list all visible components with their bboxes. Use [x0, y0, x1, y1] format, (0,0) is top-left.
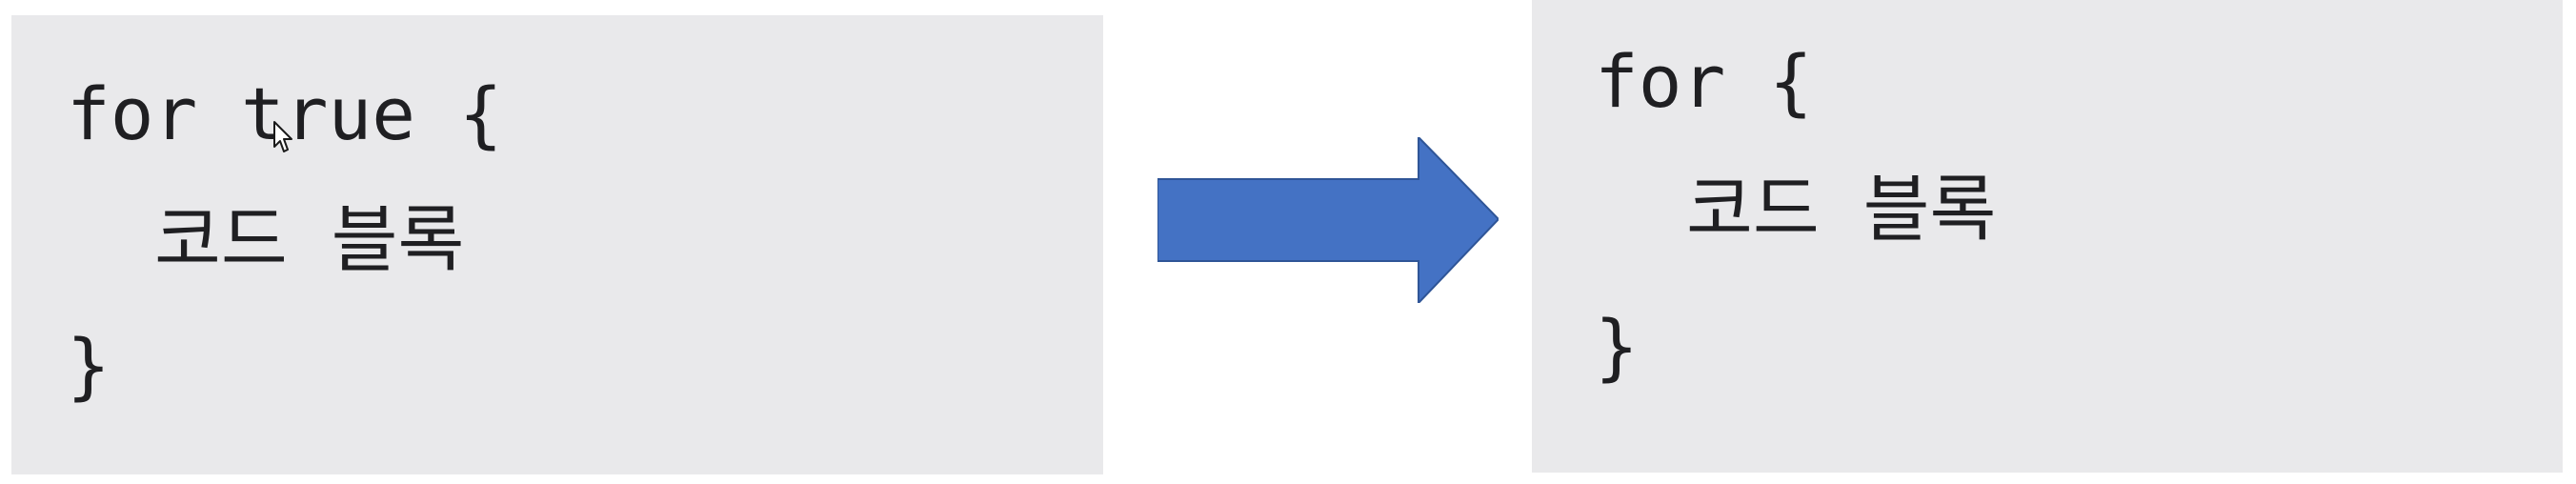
code-panel-before: for true { 코드 블록 }	[11, 15, 1103, 474]
right-arrow-icon	[1157, 137, 1499, 303]
mouse-pointer-icon	[273, 121, 292, 152]
code-line-closing-brace: }	[67, 323, 111, 408]
code-line-for-true: for true {	[67, 71, 503, 156]
code-panel-after: for { 코드 블록 }	[1532, 0, 2563, 473]
code-line-closing-brace: }	[1595, 304, 1639, 389]
code-line-for: for {	[1595, 39, 1813, 124]
code-line-code-block: 코드 블록	[1686, 167, 1997, 252]
code-line-code-block: 코드 블록	[154, 197, 465, 282]
